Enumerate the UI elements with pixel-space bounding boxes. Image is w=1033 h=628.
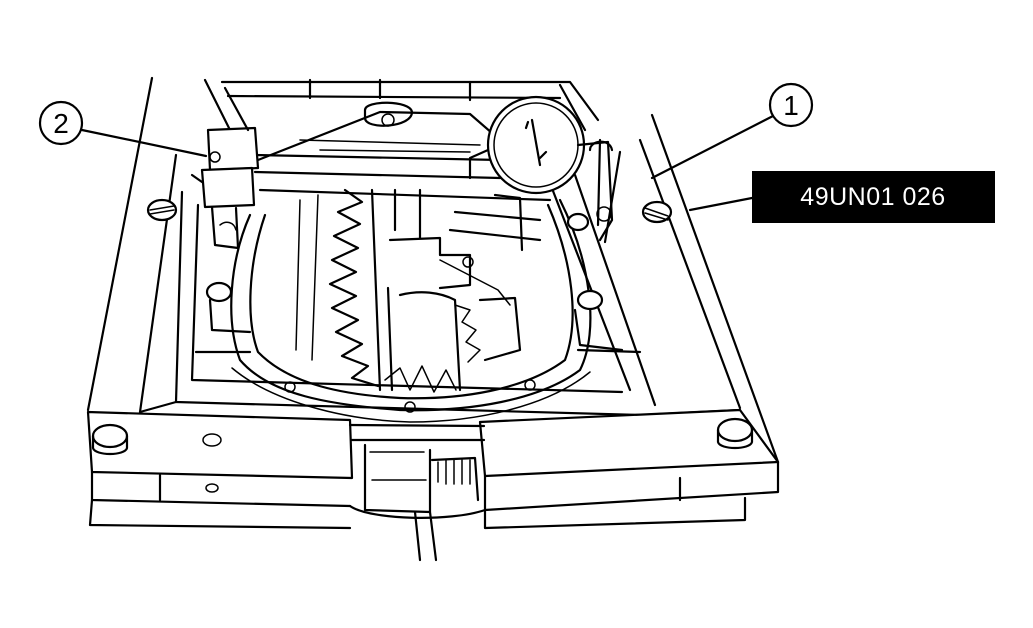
tool-number-text: 49UN01 026: [800, 183, 945, 211]
tool-number-label: 49UN01 026: [688, 171, 995, 223]
differential-case: [230, 198, 592, 423]
callout-2-number: 2: [53, 108, 69, 139]
flange-bolts: [146, 198, 673, 352]
indicator-bar: [253, 101, 552, 202]
clamp-block: [190, 86, 260, 250]
callout-1: 1: [650, 82, 814, 180]
bolt-left-top: [146, 198, 178, 222]
pinion-gears: [384, 188, 542, 393]
bolt-left-mid: [205, 281, 233, 303]
ring-gear: [295, 188, 382, 392]
housing-outline: [86, 76, 780, 464]
dial-indicator: [468, 95, 622, 244]
base-fixture: [86, 408, 780, 562]
bolt-right-mid: [576, 289, 604, 311]
bolt-right-top: [641, 200, 673, 224]
callout-2: 2: [38, 100, 208, 158]
bolt-right-upper: [566, 212, 590, 232]
callout-1-number: 1: [783, 90, 799, 121]
